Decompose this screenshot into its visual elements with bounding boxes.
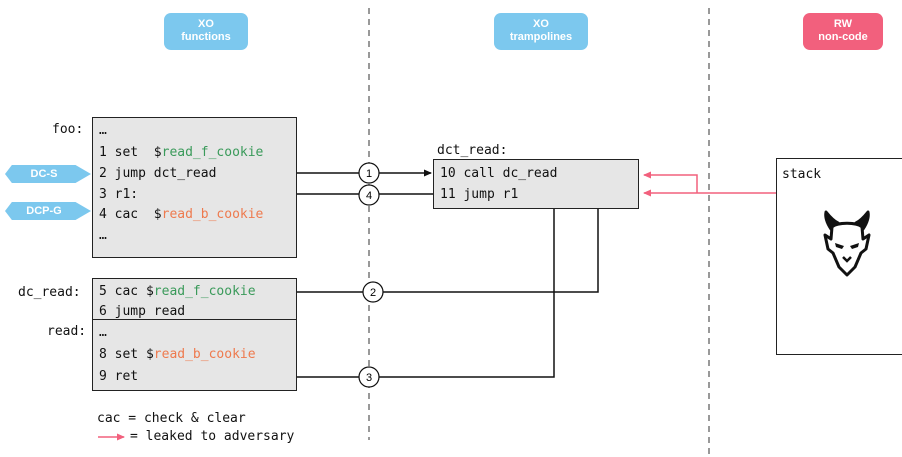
dcp-g-tag: DCP-G: [5, 202, 91, 220]
legend-leaked: = leaked to adversary: [130, 429, 295, 444]
dct-read-line-1: 10 call dc_read: [440, 166, 558, 181]
step-circle-4: [358, 184, 380, 206]
read-line-0: …: [99, 325, 107, 340]
dct-read-label: dct_read:: [437, 143, 508, 158]
xo-functions-header-line2: functions: [181, 31, 231, 43]
rw-noncode-header-line1: RW: [833, 18, 853, 30]
dc-read-label: dc_read:: [18, 285, 81, 300]
stack-label: stack: [782, 167, 822, 182]
leak-arrow-upper: [643, 171, 698, 193]
foo-line-4-prefix: 4 cac $: [99, 207, 162, 222]
dc-s-tag: DC-S: [5, 165, 91, 183]
rw-noncode-header: RW non-code: [803, 13, 883, 50]
foo-line-5: …: [99, 228, 107, 243]
xo-trampolines-header-line2: trampolines: [509, 31, 573, 43]
step-circle-1: [358, 162, 380, 184]
foo-code-box: … 1 set $read_f_cookie 2 jump dct_read 3…: [92, 117, 297, 258]
xo-functions-header-line1: XO: [198, 18, 214, 30]
foo-line-2: 2 jump dct_read: [99, 166, 217, 181]
devil-adversary-icon: [823, 210, 871, 277]
foo-label: foo:: [52, 122, 84, 137]
read-label: read:: [47, 324, 87, 339]
foo-line-3: 3 r1:: [99, 187, 139, 202]
read-code-box: … 8 set $read_b_cookie 9 ret: [92, 319, 297, 391]
dc-read-line-1: 5 cac $read_f_cookie: [99, 284, 256, 300]
rw-noncode-header-line2: non-code: [818, 31, 868, 43]
legend-cac: cac = check & clear: [97, 411, 246, 426]
foo-line-1: 1 set $read_f_cookie: [99, 145, 263, 161]
foo-line-1-prefix: 1 set $: [99, 145, 162, 160]
read-b-cookie-var-2: read_b_cookie: [153, 347, 256, 362]
dct-read-line-2: 11 jump r1: [440, 187, 519, 202]
dc-read-line-1-prefix: 5 cac $: [99, 284, 154, 299]
step-label-1: 1: [366, 168, 372, 180]
xo-functions-header: XO functions: [164, 13, 248, 50]
foo-line-0: …: [99, 123, 107, 138]
stack-box: stack: [776, 158, 902, 355]
step-label-4: 4: [366, 190, 372, 202]
read-line-1: 8 set $read_b_cookie: [99, 347, 256, 363]
dct-read-code-box: 10 call dc_read 11 jump r1: [433, 159, 639, 209]
dc-read-f-cookie-var: read_f_cookie: [153, 284, 256, 299]
step-circle-2: [362, 281, 384, 303]
xo-trampolines-header-line1: XO: [533, 18, 549, 30]
dc-read-code-box: 5 cac $read_f_cookie 6 jump read: [92, 278, 297, 320]
foo-line-4: 4 cac $read_b_cookie: [99, 207, 263, 223]
read-b-cookie-var: read_b_cookie: [161, 207, 264, 222]
step-label-2: 2: [370, 287, 376, 299]
read-line-1-prefix: 8 set $: [99, 347, 154, 362]
step-label-3: 3: [366, 372, 372, 384]
step-circle-3: [358, 366, 380, 388]
read-line-2: 9 ret: [99, 369, 139, 384]
xo-trampolines-header: XO trampolines: [494, 13, 588, 50]
read-f-cookie-var: read_f_cookie: [161, 145, 264, 160]
dc-read-line-2: 6 jump read: [99, 304, 186, 319]
